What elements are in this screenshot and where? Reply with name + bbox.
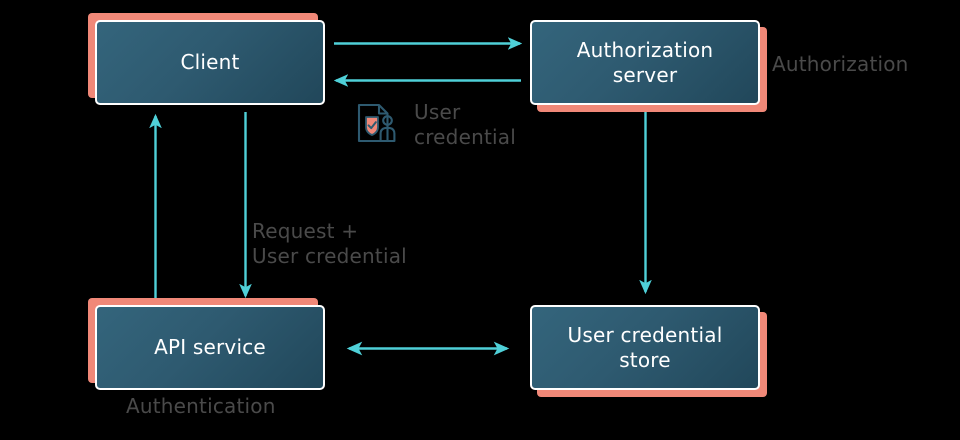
node-api-service[interactable]: API service (88, 298, 325, 390)
node-client[interactable]: Client (88, 13, 325, 105)
node-user-credential-store-label: User credential store (567, 323, 723, 372)
annotation-user-credential: User credential (414, 100, 516, 149)
node-client-face: Client (95, 20, 325, 105)
annotation-authentication: Authentication (126, 394, 276, 418)
node-api-service-label: API service (154, 335, 266, 360)
node-authorization-server-label: Authorization server (576, 38, 714, 87)
node-user-credential-store[interactable]: User credential store (530, 305, 767, 397)
node-user-credential-store-face: User credential store (530, 305, 760, 390)
node-client-label: Client (180, 50, 240, 75)
user-credential-icon (356, 101, 398, 145)
node-authorization-server-face: Authorization server (530, 20, 760, 105)
annotation-request-user-credential: Request + User credential (252, 219, 407, 268)
node-authorization-server[interactable]: Authorization server (530, 20, 767, 112)
node-api-service-face: API service (95, 305, 325, 390)
annotation-authorization: Authorization (772, 52, 909, 76)
